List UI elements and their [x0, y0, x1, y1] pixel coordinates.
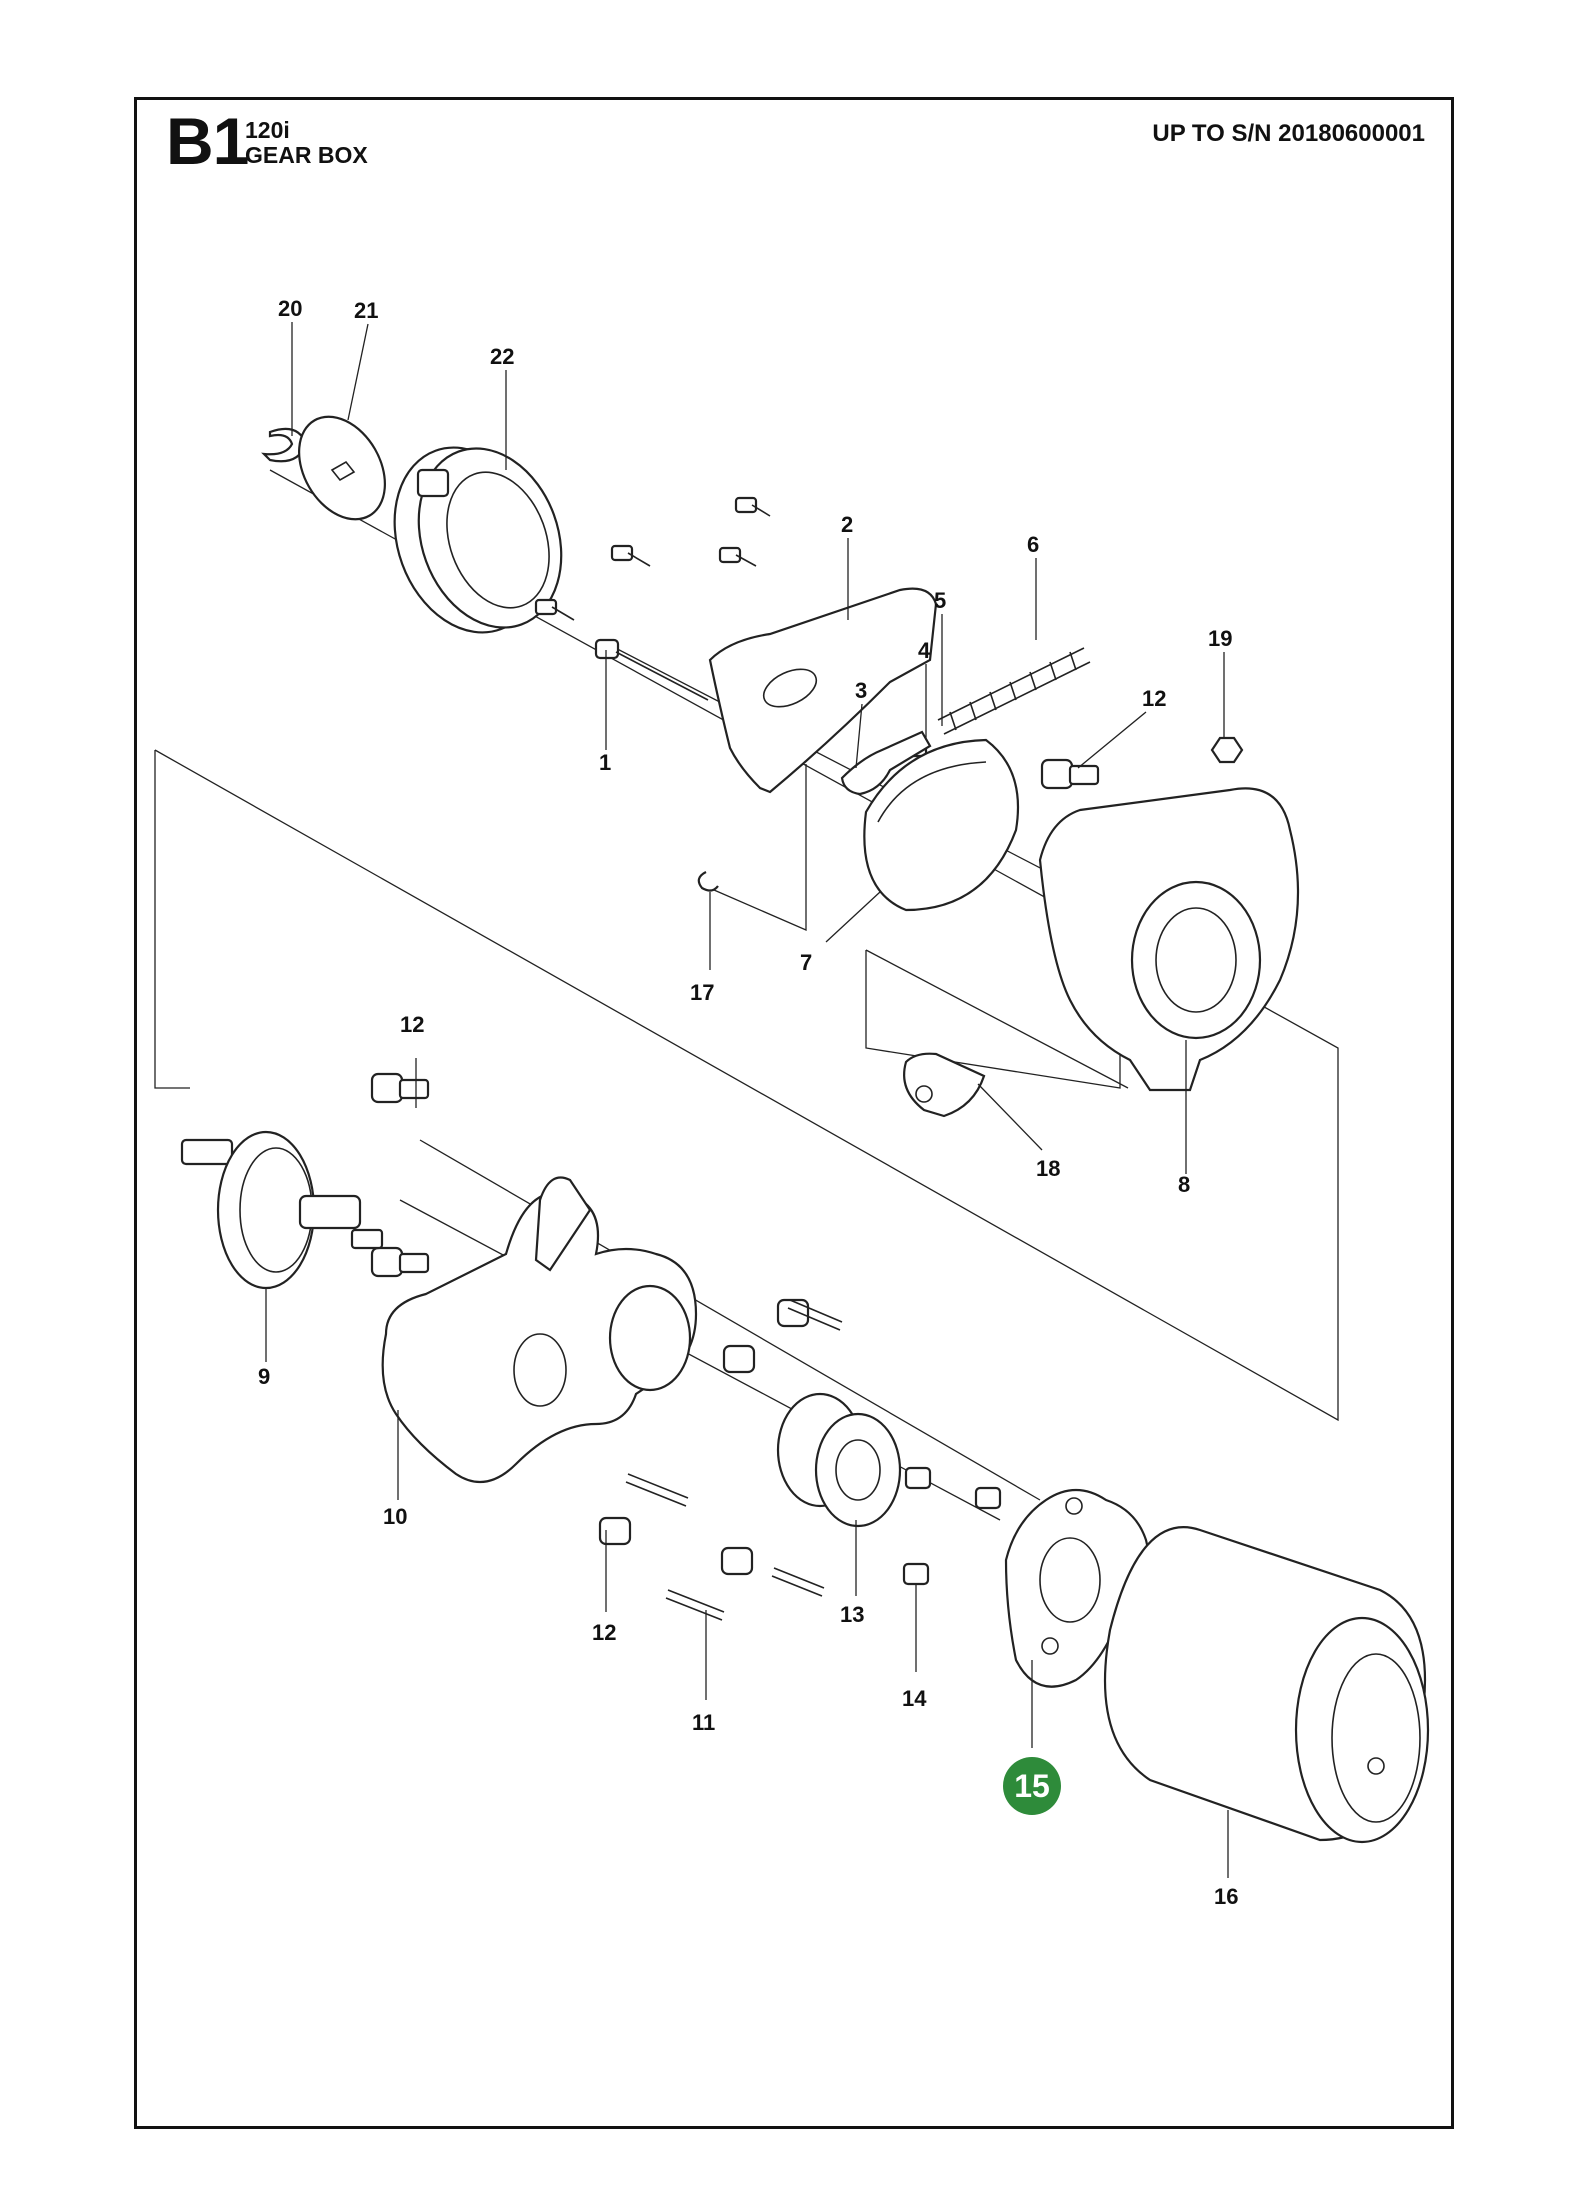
callout-11[interactable]: 11: [692, 1710, 715, 1735]
callout-21[interactable]: 21: [354, 298, 378, 323]
leader-lines: [265, 322, 1229, 1878]
callout-10[interactable]: 10: [383, 1504, 407, 1529]
serial-range: UP TO S/N 20180600001: [1152, 120, 1425, 147]
highlight-badge[interactable]: [1003, 1757, 1061, 1815]
callout-14[interactable]: 14: [902, 1686, 927, 1711]
callout-16[interactable]: 16: [1214, 1884, 1238, 1909]
callout-7[interactable]: 7: [800, 950, 812, 975]
callout-12-left[interactable]: 12: [400, 1012, 424, 1037]
part-18-bracket[interactable]: [903, 1052, 986, 1118]
callout-19[interactable]: 19: [1208, 626, 1232, 651]
callout-22[interactable]: 22: [490, 344, 514, 369]
callout-12-upper[interactable]: 12: [1142, 686, 1166, 711]
callout-20[interactable]: 20: [278, 296, 302, 321]
callout-4[interactable]: 4: [918, 638, 931, 663]
section-code: B1: [166, 104, 249, 178]
callout-5[interactable]: 5: [934, 588, 946, 613]
part-screws-center[interactable]: [598, 1298, 1002, 1576]
part-12-screw-left-lower[interactable]: [370, 1246, 430, 1278]
part-19-nut[interactable]: [1210, 736, 1244, 764]
part-17-clip[interactable]: [697, 871, 719, 892]
part-3-lever[interactable]: [840, 730, 932, 796]
callout-3[interactable]: 3: [855, 678, 867, 703]
part-13-bearing[interactable]: [776, 1392, 902, 1528]
callout-17[interactable]: 17: [690, 980, 714, 1005]
part-7-brake-band[interactable]: [863, 738, 1020, 912]
callout-18[interactable]: 18: [1036, 1156, 1060, 1181]
part-16-motor[interactable]: [1104, 1526, 1430, 1844]
part-21-washer[interactable]: [282, 401, 403, 534]
diagram-frame: [134, 97, 1454, 2129]
part-2-plate[interactable]: [708, 587, 938, 794]
callout-15-highlighted[interactable]: 15: [1014, 1768, 1050, 1804]
part-screws-top[interactable]: [534, 496, 771, 621]
callout-labels: 20 21 22 2 6 5 4 3 19 12 1 17 7 12 18 8 …: [258, 296, 1238, 1909]
part-14-pin[interactable]: [902, 1562, 930, 1586]
diagram-title: GEAR BOX: [245, 142, 368, 168]
part-9-gear-shaft[interactable]: [180, 1130, 384, 1290]
part-20-circlip[interactable]: [261, 427, 308, 463]
callout-12-lower[interactable]: 12: [592, 1620, 616, 1645]
callout-2[interactable]: 2: [841, 512, 853, 537]
callout-13[interactable]: 13: [840, 1602, 864, 1627]
model-name: 120i: [245, 117, 290, 143]
part-6-spring[interactable]: [937, 647, 1091, 735]
part-10-gearbox-housing[interactable]: [381, 1176, 698, 1484]
callout-1[interactable]: 1: [599, 750, 611, 775]
part-8-housing[interactable]: [1038, 787, 1300, 1092]
part-12-screw-left-upper[interactable]: [370, 1072, 430, 1104]
callout-9[interactable]: 9: [258, 1364, 270, 1389]
part-11-tapping-screws[interactable]: [625, 1299, 843, 1621]
part-12-screw-upper[interactable]: [1040, 758, 1100, 790]
part-22-clutch-drum[interactable]: [370, 427, 586, 653]
callout-6[interactable]: 6: [1027, 532, 1039, 557]
callout-8[interactable]: 8: [1178, 1172, 1190, 1197]
part-1-pin[interactable]: [594, 638, 709, 701]
